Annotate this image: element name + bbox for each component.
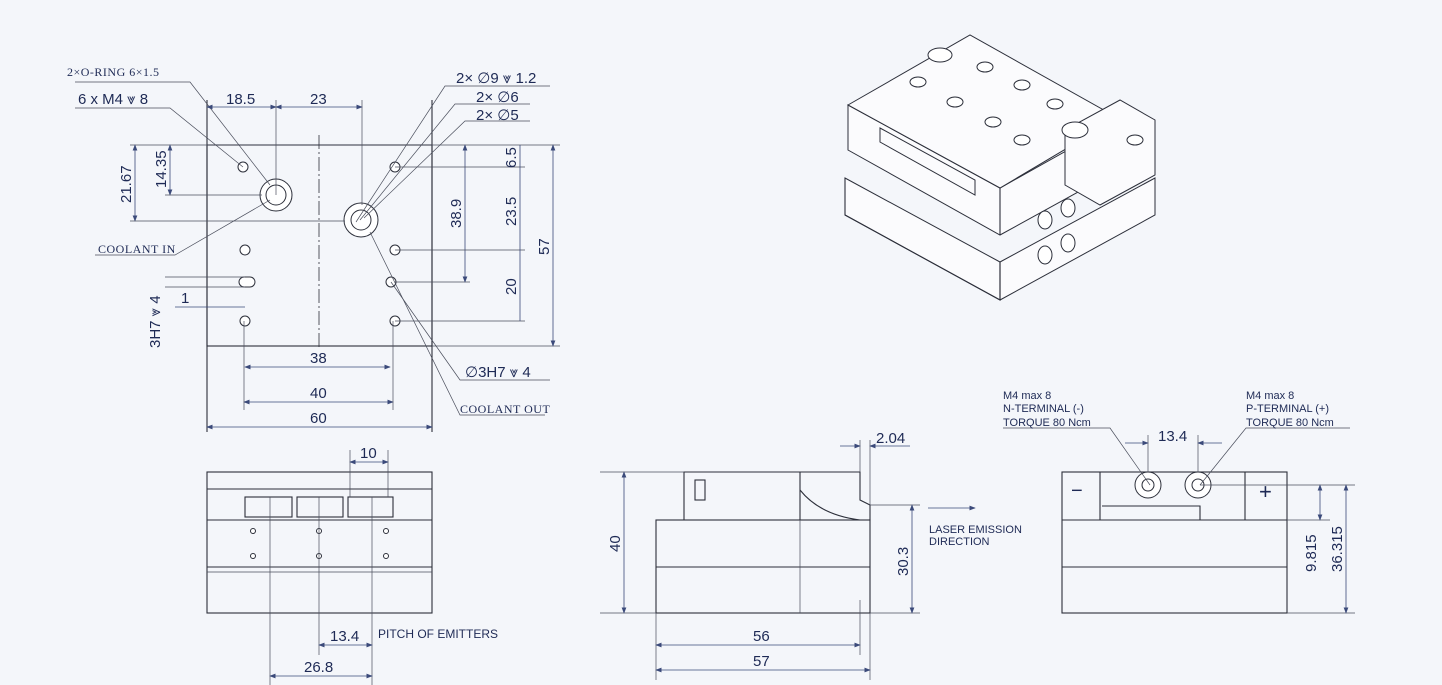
pin-side-label: 3H7 ⩔ 4: [147, 295, 164, 348]
dim-13-4: 13.4: [330, 628, 359, 645]
pitch-label: PITCH OF EMITTERS: [378, 627, 498, 641]
dim-2-04: 2.04: [876, 430, 905, 447]
dim-23: 23: [310, 91, 327, 108]
dim-13-4-terminal: 13.4: [1158, 428, 1187, 445]
dim-57-side: 57: [753, 653, 770, 670]
dim-23-5: 23.5: [503, 197, 520, 226]
laser-label-1: LASER EMISSION: [929, 524, 1022, 536]
top-view: 2×O-RING 6×1.5 6 x M4 ⩔ 8 2× ∅9 ⩔ 1.2 2×…: [67, 65, 560, 432]
front-view: 10 13.4 26.8 PITCH OF EMITTERS: [206, 445, 498, 685]
dim-18-5: 18.5: [226, 91, 255, 108]
n-terminal-label-1: M4 max 8: [1003, 390, 1051, 402]
dim-57: 57: [536, 238, 553, 255]
n-terminal-label-3: TORQUE 80 Ncm: [1003, 417, 1091, 429]
p-terminal-label-1: M4 max 8: [1246, 390, 1294, 402]
dia5-label: 2× ∅5: [476, 107, 519, 124]
laser-label-2: DIRECTION: [929, 536, 990, 548]
isometric-view: [844, 34, 1156, 301]
dim-9-815: 9.815: [1303, 534, 1320, 572]
dim-38-9: 38.9: [448, 199, 465, 228]
dim-60: 60: [310, 410, 327, 427]
front-holes: [250, 528, 389, 559]
p-terminal-label-3: TORQUE 80 Ncm: [1246, 417, 1334, 429]
dim-26-8: 26.8: [304, 659, 333, 676]
dim-10: 10: [360, 445, 377, 462]
dim-21-67: 21.67: [118, 165, 135, 203]
dia6-label: 2× ∅6: [476, 89, 519, 106]
dim-1: 1: [181, 290, 189, 307]
coolant-out-label: COOLANT OUT: [460, 402, 550, 416]
dim-30-3: 30.3: [895, 547, 912, 576]
top-view-outline: [206, 144, 433, 347]
terminal-view: − + M4 max 8 N-TERMINAL (-) TORQUE 80 Nc…: [1003, 390, 1355, 614]
minus-sign: −: [1071, 480, 1083, 502]
dim-14-35: 14.35: [153, 150, 170, 188]
side-view: 2.04 40 30.3 56 57 LASER EMISSION DIRECT…: [600, 430, 1022, 680]
dim-56: 56: [753, 628, 770, 645]
p-terminal-label-2: P-TERMINAL (+): [1246, 403, 1329, 415]
oring-label: 2×O-RING 6×1.5: [67, 65, 160, 79]
dim-20: 20: [503, 278, 520, 295]
dim-38: 38: [310, 350, 327, 367]
coolant-out-port: [343, 202, 379, 238]
m4-label: 6 x M4 ⩔ 8: [78, 91, 148, 108]
plus-sign: +: [1259, 479, 1272, 504]
dia9-label: 2× ∅9 ⩔ 1.2: [456, 70, 536, 87]
dim-40-side: 40: [607, 535, 624, 552]
pin-label: ∅3H7 ⩔ 4: [465, 364, 531, 381]
iso-screws: [909, 47, 1144, 265]
dim-6-5: 6.5: [503, 147, 520, 168]
dim-36-315: 36.315: [1329, 526, 1346, 572]
n-terminal-label-2: N-TERMINAL (-): [1003, 403, 1084, 415]
coolant-in-label: COOLANT IN: [98, 242, 176, 256]
dim-40: 40: [310, 385, 327, 402]
